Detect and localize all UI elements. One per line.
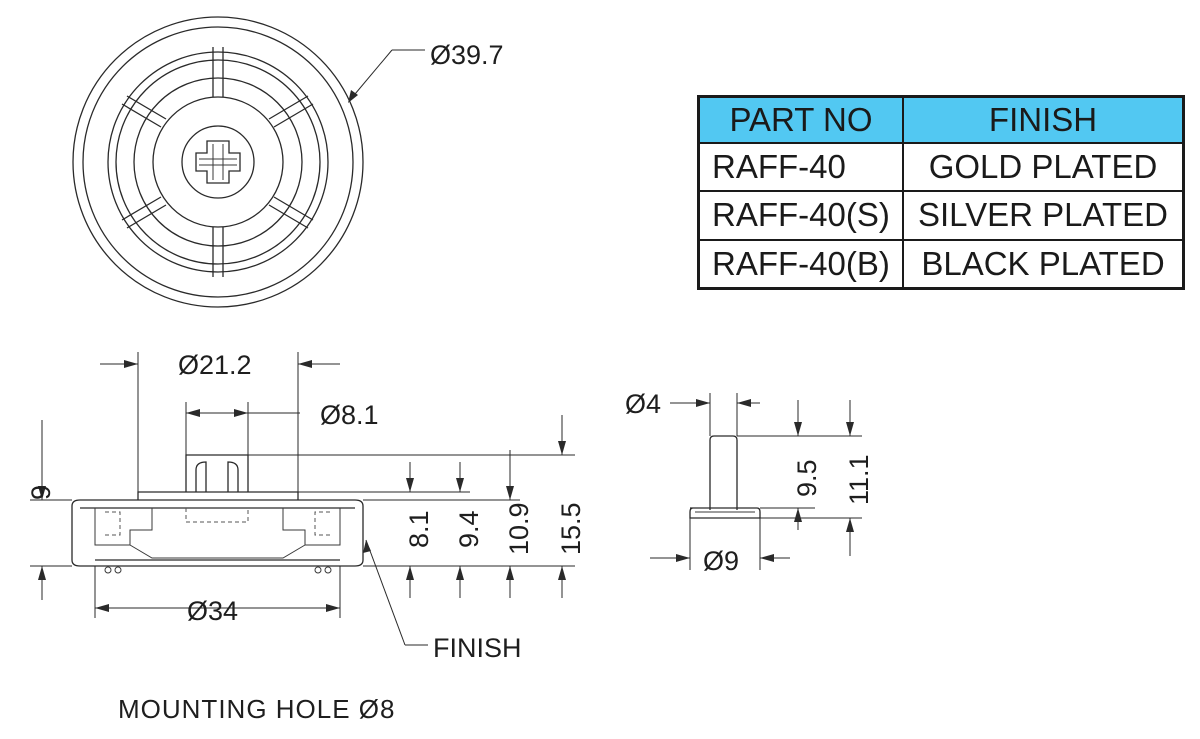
part-no-cell: RAFF-40(B): [697, 238, 904, 290]
dim-height-15-5: 15.5: [556, 502, 586, 555]
header-finish: FINISH: [902, 95, 1185, 144]
table-header-row: PART NO FINISH: [697, 95, 1185, 144]
table-row: RAFF-40(B) BLACK PLATED: [697, 238, 1185, 290]
part-no-cell: RAFF-40(S): [697, 190, 904, 241]
dim-diameter-39-7: Ø39.7: [430, 40, 504, 70]
dim-pin-height-11-1: 11.1: [844, 454, 874, 505]
pin-view: Ø4 9.5 11.1 Ø9: [625, 389, 874, 576]
table-row: RAFF-40(S) SILVER PLATED: [697, 190, 1185, 241]
finish-callout-label: FINISH: [433, 633, 522, 663]
finish-cell: BLACK PLATED: [902, 238, 1185, 290]
finish-cell: GOLD PLATED: [902, 141, 1185, 193]
mounting-hole-note: MOUNTING HOLE Ø8: [118, 694, 395, 724]
table-row: RAFF-40 GOLD PLATED: [697, 141, 1185, 193]
dim-diameter-21-2: Ø21.2: [178, 350, 252, 380]
dim-height-10-9: 10.9: [504, 502, 534, 555]
dim-diameter-34: Ø34: [187, 596, 238, 626]
side-view: Ø21.2 Ø8.1 9 8.1 9.4: [26, 350, 586, 724]
dim-diameter-8-1: Ø8.1: [320, 400, 379, 430]
header-part-no: PART NO: [697, 95, 904, 144]
finish-cell: SILVER PLATED: [902, 190, 1185, 241]
part-no-cell: RAFF-40: [697, 141, 904, 193]
dim-pin-diameter-4: Ø4: [625, 389, 661, 419]
part-finish-table: PART NO FINISH RAFF-40 GOLD PLATED RAFF-…: [697, 95, 1185, 290]
top-view: Ø39.7: [72, 16, 504, 308]
dim-height-8-1: 8.1: [404, 510, 434, 548]
dim-height-9: 9: [26, 485, 56, 500]
dim-pin-height-9-5: 9.5: [792, 459, 822, 497]
dim-pin-head-diameter-9: Ø9: [703, 546, 739, 576]
dim-height-9-4: 9.4: [454, 510, 484, 548]
